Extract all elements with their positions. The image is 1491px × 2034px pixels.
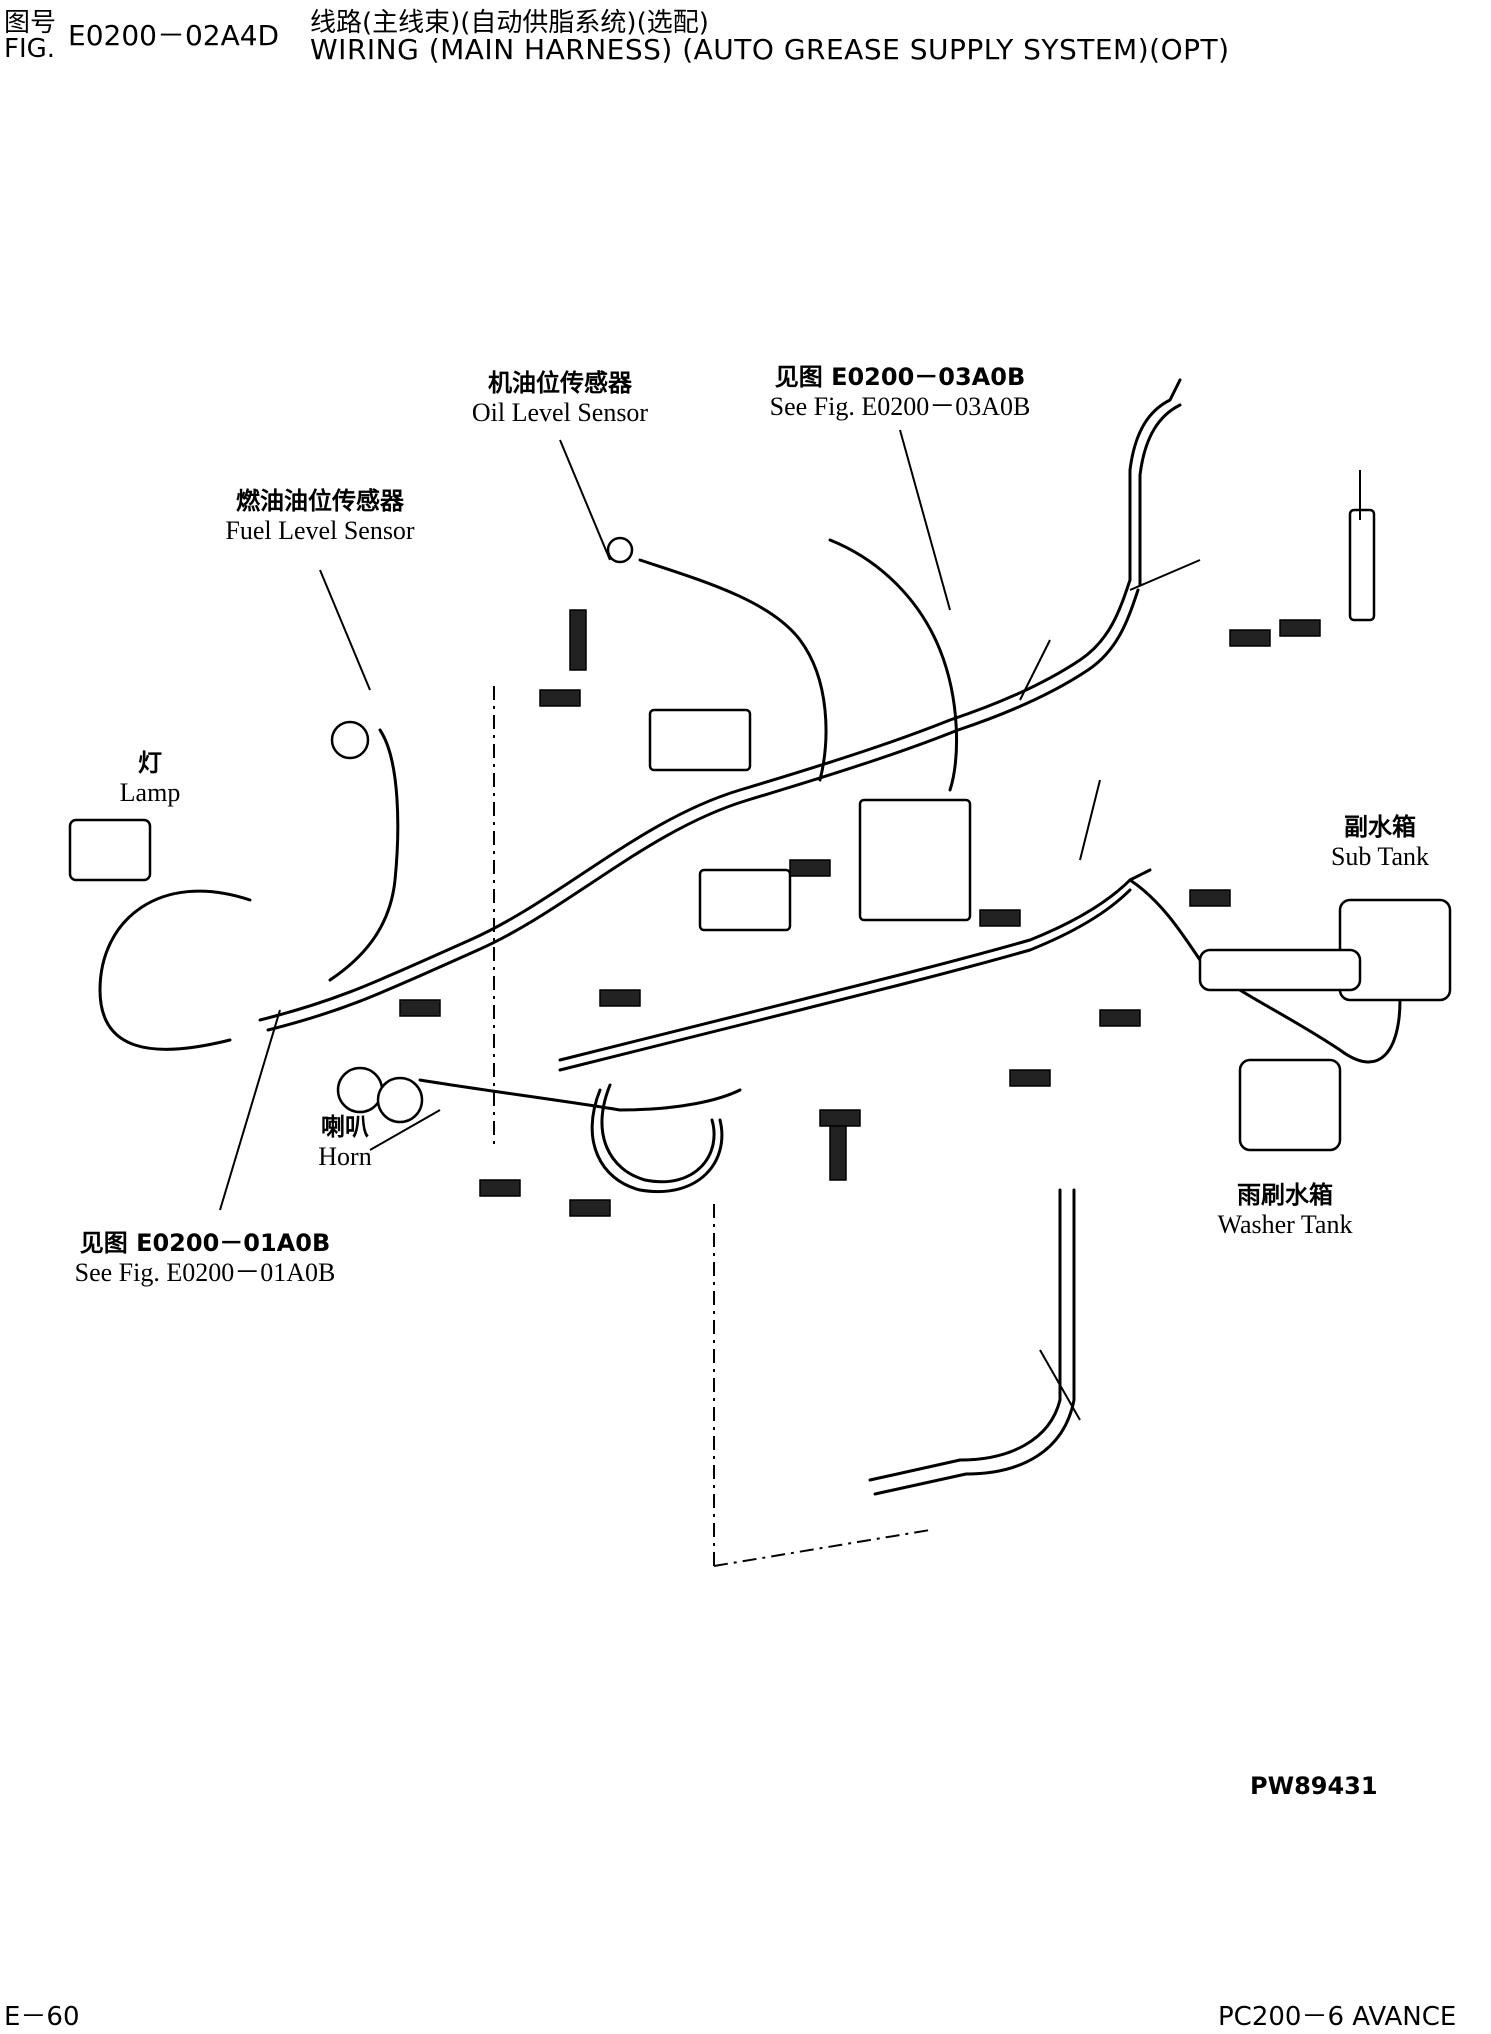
- label-see-fig-03-cn: 见图 E0200－03A0B: [774, 363, 1026, 391]
- model-name: PC200－6 AVANCE: [1218, 2002, 1457, 2032]
- label-see-fig-01-en: See Fig. E0200－01A0B: [74, 1258, 336, 1287]
- label-fuel-level-sensor-cn: 燃油油位传感器: [236, 487, 404, 515]
- center-branch-b: [558, 888, 1132, 1072]
- leader-horn: [369, 1109, 441, 1151]
- leader-part-2: [1039, 1349, 1081, 1421]
- label-oil-level-sensor-cn: 机油位传感器: [488, 369, 632, 397]
- label-washer-tank-en: Washer Tank: [1217, 1210, 1353, 1239]
- figure-label-en: FIG.: [4, 34, 56, 64]
- lower-loop-b: [600, 1083, 716, 1184]
- title-en: WIRING (MAIN HARNESS) (AUTO GREASE SUPPL…: [310, 33, 1230, 66]
- page-number: E－60: [4, 2002, 80, 2032]
- label-horn-en: Horn: [318, 1142, 372, 1171]
- title-cn: 线路(主线束)(自动供脂系统)(选配): [310, 8, 709, 38]
- fuel-sensor-wire: [328, 728, 400, 982]
- label-oil-level-sensor-en: Oil Level Sensor: [471, 398, 649, 427]
- center-branch: [558, 868, 1152, 1062]
- label-see-fig-01-cn: 见图 E0200－01A0B: [79, 1229, 331, 1257]
- leader-oil-sensor: [559, 439, 611, 561]
- lower-harness-b: [873, 1188, 1076, 1496]
- lower-diagonal-line: [713, 1529, 931, 1567]
- leader-part-4: [1019, 639, 1051, 701]
- label-sub-tank-en: Sub Tank: [1330, 842, 1430, 871]
- connector-block: [648, 708, 752, 772]
- label-lamp-cn: 灯: [138, 749, 162, 777]
- label-see-fig-03: 见图 E0200－03A0B See Fig. E0200－03A0B: [730, 362, 1070, 422]
- leader-see-fig-03: [899, 429, 951, 611]
- label-horn-cn: 喇叭: [321, 1113, 369, 1141]
- lower-harness: [868, 1188, 1062, 1482]
- leader-part-3: [1129, 559, 1201, 591]
- right-branch: [1128, 378, 1182, 582]
- lower-loop: [590, 1088, 724, 1193]
- label-see-fig-01: 见图 E0200－01A0B See Fig. E0200－01A0B: [40, 1228, 370, 1288]
- fuel-sensor: [330, 720, 370, 760]
- oil-sensor-wire: [638, 558, 828, 782]
- label-fuel-level-sensor: 燃油油位传感器 Fuel Level Sensor: [180, 486, 460, 546]
- horn-left: [336, 1066, 384, 1114]
- label-horn: 喇叭 Horn: [290, 1112, 400, 1172]
- label-sub-tank: 副水箱 Sub Tank: [1300, 812, 1460, 872]
- main-harness-trunk-b: [266, 588, 1140, 1032]
- relay-box: [698, 868, 792, 932]
- see-fig-03-wire: [828, 538, 959, 792]
- main-harness-trunk: [258, 578, 1132, 1022]
- label-lamp: 灯 Lamp: [100, 748, 200, 808]
- washer-tank-body: [1238, 1058, 1342, 1152]
- leader-see-fig-01: [219, 1009, 281, 1211]
- washer-pump: [1198, 948, 1362, 992]
- bolt-group: [399, 609, 1321, 1217]
- oil-sensor: [606, 536, 634, 564]
- label-see-fig-03-en: See Fig. E0200－03A0B: [769, 392, 1031, 421]
- right-branch-b: [1138, 403, 1182, 587]
- label-oil-level-sensor: 机油位传感器 Oil Level Sensor: [430, 368, 690, 428]
- lamp-body: [68, 818, 152, 882]
- left-loop: [98, 889, 252, 1051]
- fuse-box: [858, 798, 972, 922]
- figure-label-cn: 图号: [4, 8, 57, 38]
- horn-wire: [418, 1078, 742, 1112]
- leader-fuel-sensor: [319, 569, 371, 691]
- figure-code: E0200－02A4D: [68, 19, 280, 52]
- label-fuel-level-sensor-en: Fuel Level Sensor: [225, 516, 415, 545]
- horn-right: [376, 1076, 424, 1124]
- label-lamp-en: Lamp: [119, 778, 181, 807]
- label-sub-tank-cn: 副水箱: [1344, 813, 1416, 841]
- label-washer-tank: 雨刷水箱 Washer Tank: [1170, 1180, 1400, 1240]
- bracket-right: [1348, 508, 1376, 622]
- label-washer-tank-cn: 雨刷水箱: [1237, 1181, 1333, 1209]
- drawing-code: PW89431: [1250, 1772, 1378, 1800]
- leader-part-5: [1079, 779, 1101, 861]
